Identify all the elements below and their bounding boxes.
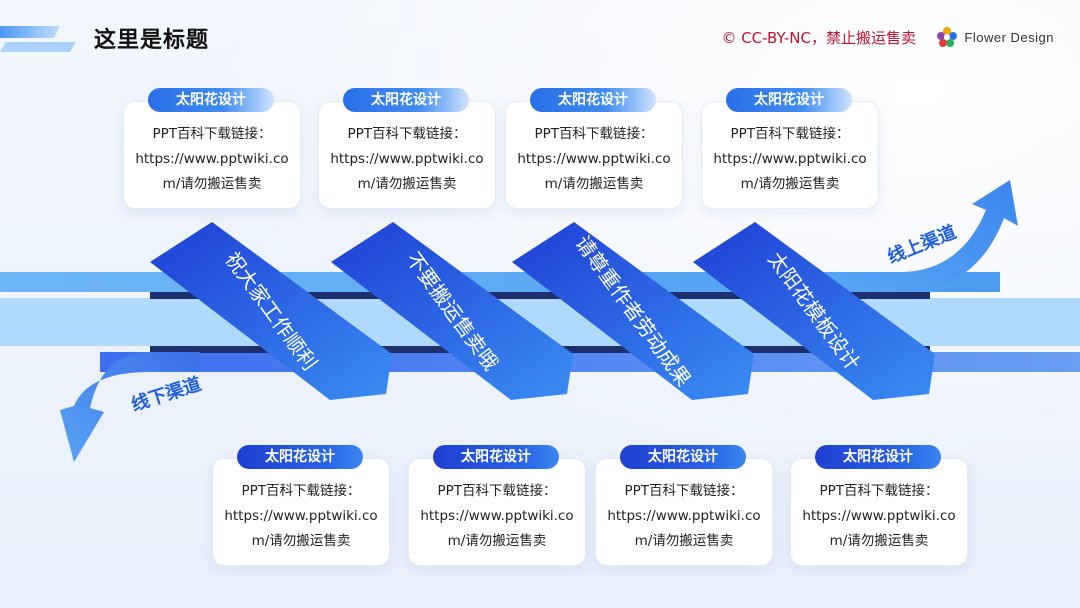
info-card: PPT百科下载链接： https://www.pptwiki.co m/请勿搬运… <box>123 101 301 209</box>
info-card: PPT百科下载链接： https://www.pptwiki.co m/请勿搬运… <box>701 101 879 209</box>
card-tag: 太阳花设计 <box>726 88 852 112</box>
card-line: PPT百科下载链接： <box>241 483 361 499</box>
card-line: m/请勿搬运售卖 <box>357 176 457 192</box>
card-line: m/请勿搬运售卖 <box>544 176 644 192</box>
card-line: https://www.pptwiki.co <box>607 508 761 524</box>
card-line: PPT百科下载链接： <box>730 126 850 142</box>
card-line: https://www.pptwiki.co <box>713 151 867 167</box>
info-card: PPT百科下载链接： https://www.pptwiki.co m/请勿搬运… <box>790 458 968 566</box>
brand-name: Flower Design <box>964 29 1054 45</box>
page-title: 这里是标题 <box>94 28 210 53</box>
diagonal-block <box>512 222 754 400</box>
card-tag: 太阳花设计 <box>237 445 363 469</box>
card-line: PPT百科下载链接： <box>534 126 654 142</box>
online-arrow <box>820 180 1018 292</box>
card-line: https://www.pptwiki.co <box>330 151 484 167</box>
card-line: PPT百科下载链接： <box>819 483 939 499</box>
card-line: PPT百科下载链接： <box>624 483 744 499</box>
card-line: m/请勿搬运售卖 <box>251 533 351 549</box>
card-line: PPT百科下载链接： <box>152 126 272 142</box>
card-tag: 太阳花设计 <box>530 88 656 112</box>
brand: Flower Design <box>936 26 1054 48</box>
card-tag: 太阳花设计 <box>815 445 941 469</box>
card-line: PPT百科下载链接： <box>347 126 467 142</box>
card-line: m/请勿搬运售卖 <box>634 533 734 549</box>
card-line: https://www.pptwiki.co <box>224 508 378 524</box>
card-line: m/请勿搬运售卖 <box>740 176 840 192</box>
copyright-notice: © CC-BY-NC，禁止搬运售卖 <box>721 29 916 47</box>
diagonal-block <box>693 222 935 400</box>
info-card: PPT百科下载链接： https://www.pptwiki.co m/请勿搬运… <box>505 101 683 209</box>
card-tag: 太阳花设计 <box>433 445 559 469</box>
info-card: PPT百科下载链接： https://www.pptwiki.co m/请勿搬运… <box>212 458 390 566</box>
card-line: https://www.pptwiki.co <box>135 151 289 167</box>
flower-logo-icon <box>937 27 958 47</box>
card-line: https://www.pptwiki.co <box>802 508 956 524</box>
info-card: PPT百科下载链接： https://www.pptwiki.co m/请勿搬运… <box>595 458 773 566</box>
info-card: PPT百科下载链接： https://www.pptwiki.co m/请勿搬运… <box>318 101 496 209</box>
card-line: https://www.pptwiki.co <box>517 151 671 167</box>
card-tag: 太阳花设计 <box>343 88 469 112</box>
card-tag: 太阳花设计 <box>148 88 274 112</box>
offline-arrow <box>60 352 200 462</box>
header-decoration <box>0 26 76 52</box>
diagonal-block <box>331 222 573 400</box>
offline-channel-label: 线下渠道 <box>129 373 204 416</box>
diagonal-block <box>150 222 392 400</box>
card-line: m/请勿搬运售卖 <box>829 533 929 549</box>
info-card: PPT百科下载链接： https://www.pptwiki.co m/请勿搬运… <box>408 458 586 566</box>
card-tag: 太阳花设计 <box>620 445 746 469</box>
card-line: https://www.pptwiki.co <box>420 508 574 524</box>
card-line: m/请勿搬运售卖 <box>447 533 547 549</box>
card-line: m/请勿搬运售卖 <box>162 176 262 192</box>
card-line: PPT百科下载链接： <box>437 483 557 499</box>
upper-band-shadow <box>150 292 930 299</box>
